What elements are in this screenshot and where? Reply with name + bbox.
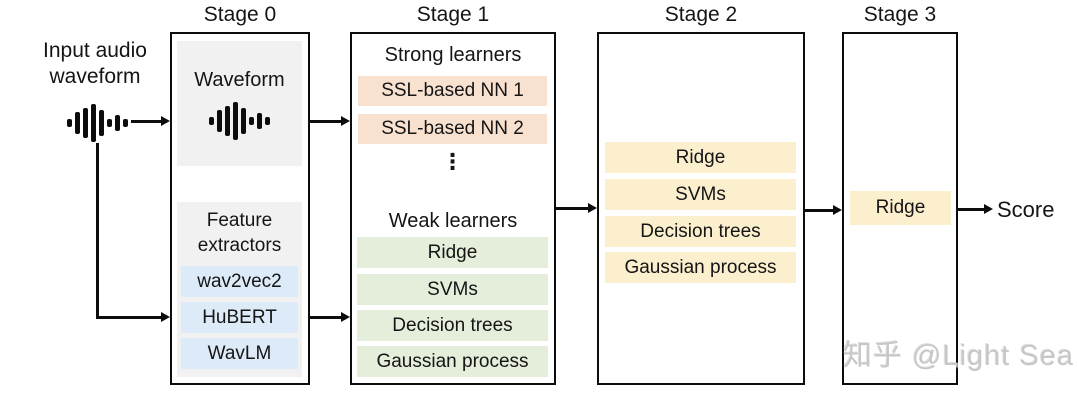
feature-block-title: Feature extractors — [197, 210, 282, 256]
stage2-item-gaussian-process: Gaussian process — [605, 252, 796, 283]
stage2-item-decision-trees: Decision trees — [605, 216, 796, 247]
weak-item-svms: SVMs — [357, 274, 548, 305]
stage1-box: Strong learners SSL-based NN 1 SSL-based… — [350, 32, 556, 385]
stage3-item-ridge: Ridge — [850, 191, 951, 225]
waveform-icon — [177, 101, 302, 141]
stage2-item-ridge: Ridge — [605, 142, 796, 173]
arrow-input-to-stage0 — [131, 116, 170, 127]
arrow-stage3-to-score — [957, 204, 993, 215]
stage0-label: Stage 0 — [203, 3, 277, 26]
score-label: Score — [997, 197, 1055, 222]
feature-item-wav2vec2: wav2vec2 — [181, 266, 298, 297]
arrow-input-to-feature-extractors — [96, 312, 170, 323]
arrow-stage0-to-stage1-top — [310, 116, 350, 127]
arrow-stage2-to-stage3 — [804, 205, 842, 216]
arrow-stage0-to-stage1-bottom — [310, 312, 350, 323]
stage3-label: Stage 3 — [863, 3, 937, 26]
feature-item-hubert: HuBERT — [181, 302, 298, 333]
watermark: 知乎 @Light Sea — [842, 340, 1074, 372]
stage0-box: Waveform Feature extractors wav2vec2 HuB… — [170, 32, 310, 385]
strong-item-ssl-nn-2: SSL-based NN 2 — [358, 114, 547, 144]
stage3-box: Ridge — [842, 32, 958, 385]
strong-learners-title: Strong learners — [384, 44, 522, 66]
weak-item-ridge: Ridge — [357, 237, 548, 268]
strong-item-ssl-nn-1: SSL-based NN 1 — [358, 76, 547, 106]
arrow-input-branch-vertical — [96, 143, 99, 317]
waveform-block: Waveform — [177, 41, 302, 166]
weak-learners-title: Weak learners — [388, 210, 518, 232]
waveform-block-title: Waveform — [194, 69, 285, 91]
weak-item-gaussian-process: Gaussian process — [357, 346, 548, 377]
weak-item-decision-trees: Decision trees — [357, 310, 548, 341]
input-audio-label: Input audio waveform — [43, 39, 147, 88]
stage2-label: Stage 2 — [664, 3, 738, 26]
feature-extractors-block: Feature extractors wav2vec2 HuBERT WavLM — [177, 202, 302, 377]
stage2-box: Ridge SVMs Decision trees Gaussian proce… — [597, 32, 805, 385]
waveform-icon — [66, 103, 128, 143]
arrow-stage1-to-stage2 — [555, 203, 597, 214]
feature-item-wavlm: WavLM — [181, 338, 298, 369]
stage1-label: Stage 1 — [416, 3, 490, 26]
stage2-item-svms: SVMs — [605, 179, 796, 210]
ellipsis: ⋮ — [441, 149, 465, 174]
